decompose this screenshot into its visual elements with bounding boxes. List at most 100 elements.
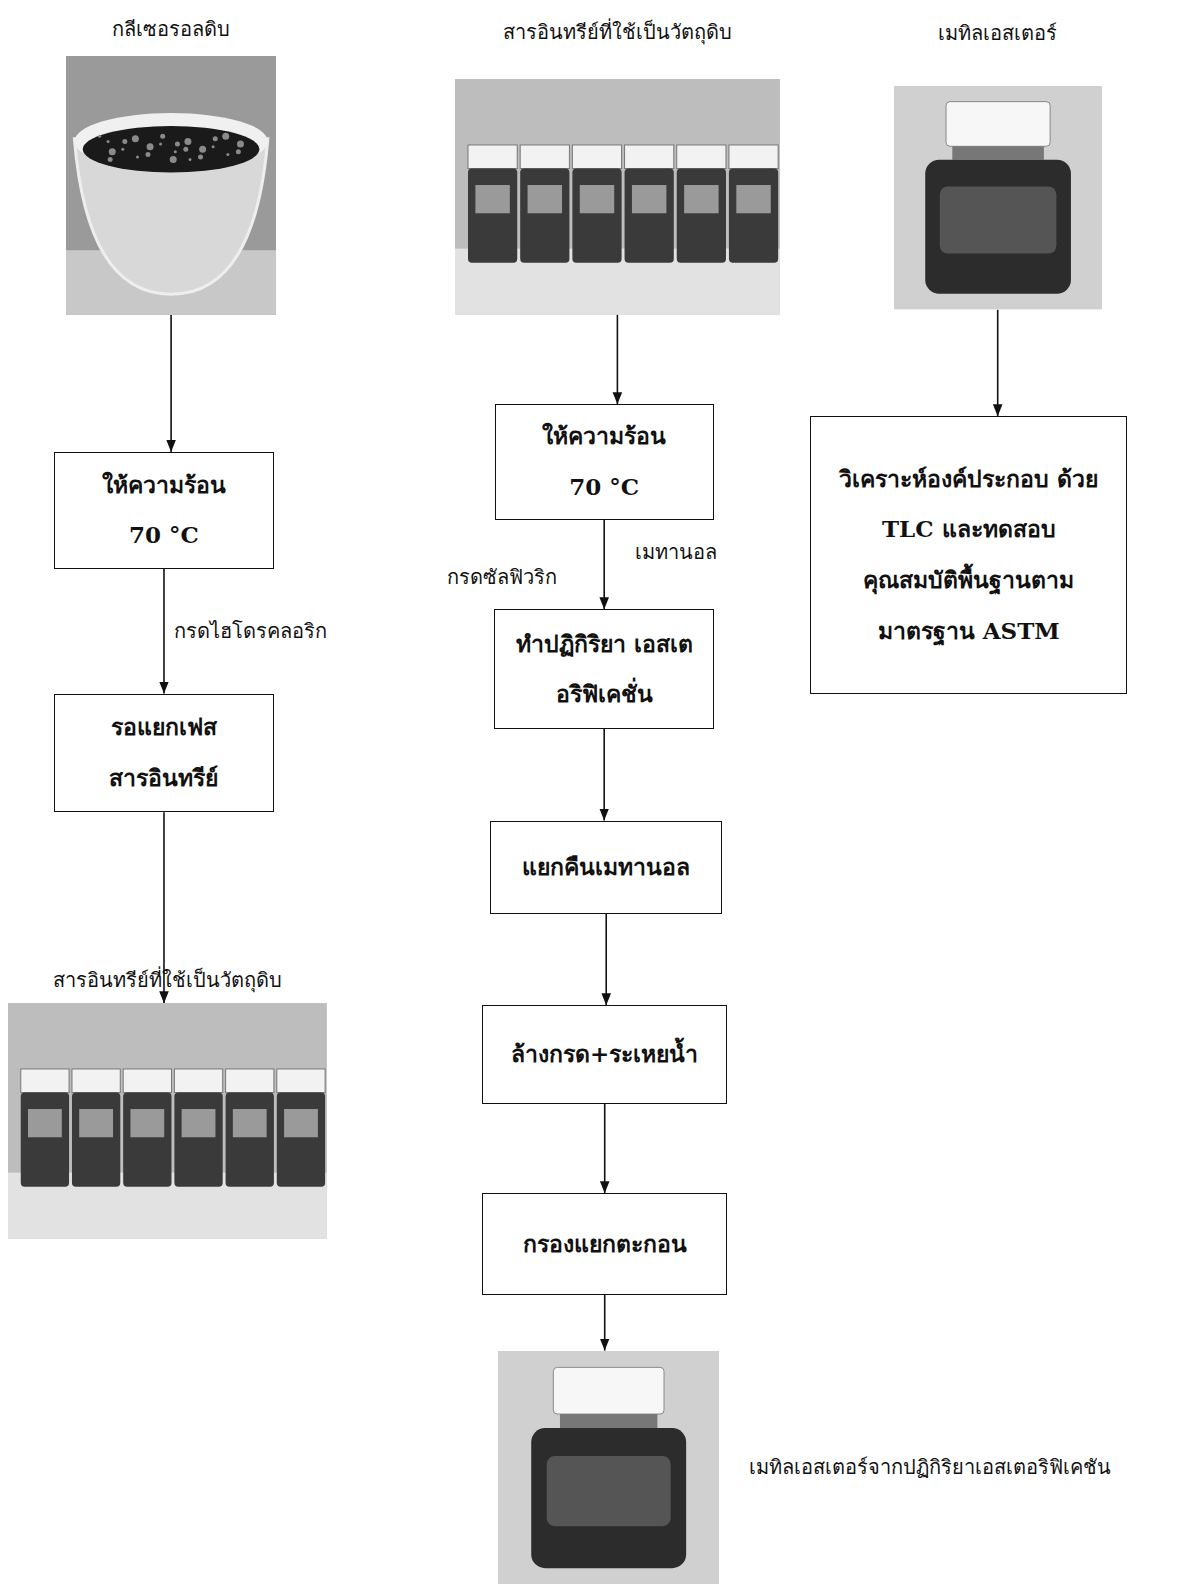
box-text: วิเคราะห์องค์ประกอบ ด้วย TLC และทดสอบ คุ… bbox=[834, 454, 1104, 656]
sample-jar bbox=[572, 145, 621, 263]
jar-label bbox=[182, 1109, 216, 1137]
jar-label bbox=[736, 185, 770, 213]
photo-illustration bbox=[455, 79, 780, 315]
box-text: ให้ความร้อน 70 °C bbox=[89, 460, 239, 561]
photo-caption: เมทิลเอสเตอร์ bbox=[938, 20, 1057, 46]
photo-caption: สารอินทรีย์ที่ใช้เป็นวัตถุดิบ bbox=[53, 967, 282, 993]
photo-illustration bbox=[498, 1351, 719, 1585]
liquid-speck bbox=[226, 153, 229, 156]
reagent-label: กรดไฮโดรคลอริก bbox=[172, 618, 329, 644]
process-box: ล้างกรด+ระเหยน้ำ bbox=[482, 1005, 727, 1104]
liquid-speck bbox=[175, 141, 180, 146]
sample-jar bbox=[520, 145, 569, 263]
sample-photo: สารอินทรีย์ที่ใช้เป็นวัตถุดิบ bbox=[8, 1003, 327, 1239]
jar-cap bbox=[72, 1069, 120, 1093]
sample-photo: เมทิลเอสเตอร์ bbox=[894, 86, 1102, 309]
photo-caption: เมทิลเอสเตอร์จากปฏิกิริยาเอสเตอริฟิเคชัน bbox=[749, 1454, 1173, 1480]
liquid-speck bbox=[237, 140, 244, 147]
jar-body bbox=[925, 160, 1071, 294]
process-box: ให้ความร้อน 70 °C bbox=[495, 404, 714, 520]
jar-label bbox=[233, 1109, 267, 1137]
jar-cap bbox=[468, 145, 517, 169]
flow-arrow bbox=[604, 1104, 606, 1193]
jar-body bbox=[624, 169, 673, 263]
jar-cap bbox=[624, 145, 673, 169]
liquid-speck bbox=[184, 138, 191, 145]
sample-jar bbox=[468, 145, 517, 263]
sample-jar bbox=[226, 1069, 274, 1187]
photo-ground bbox=[894, 86, 1102, 309]
liquid-speck bbox=[109, 148, 116, 155]
jar-body bbox=[174, 1093, 222, 1187]
box-text: ล้างกรด+ระเหยน้ำ bbox=[511, 1029, 698, 1080]
sample-photo: สารอินทรีย์ที่ใช้เป็นวัตถุดิบ bbox=[455, 79, 780, 315]
sample-jar bbox=[729, 145, 778, 263]
sample-jar bbox=[72, 1069, 120, 1187]
box-text: รอแยกเฟส สารอินทรีย์ bbox=[89, 702, 239, 803]
jar-neck bbox=[560, 1414, 657, 1428]
jar-body bbox=[520, 169, 569, 263]
jar-label bbox=[580, 185, 614, 213]
sample-jar bbox=[174, 1069, 222, 1187]
liquid-speck bbox=[212, 145, 215, 148]
jar-liquid-highlight bbox=[546, 1456, 670, 1526]
liquid-speck bbox=[198, 154, 203, 159]
jar-cap bbox=[572, 145, 621, 169]
jar-body bbox=[123, 1093, 171, 1187]
jar-body bbox=[226, 1093, 274, 1187]
flow-arrow bbox=[603, 729, 605, 820]
jar-cap bbox=[553, 1367, 664, 1414]
jar-cap bbox=[226, 1069, 274, 1093]
process-box: วิเคราะห์องค์ประกอบ ด้วย TLC และทดสอบ คุ… bbox=[810, 416, 1127, 693]
liquid-speck bbox=[136, 155, 139, 158]
photo-ground bbox=[66, 56, 276, 315]
sample-jar bbox=[123, 1069, 171, 1187]
jar-label bbox=[632, 185, 666, 213]
liquid-speck bbox=[160, 134, 165, 139]
jar-cap bbox=[729, 145, 778, 169]
jar-label bbox=[284, 1109, 318, 1137]
jar-neck bbox=[952, 147, 1044, 160]
photo-ground bbox=[498, 1351, 719, 1585]
photo-illustration bbox=[8, 1003, 327, 1239]
jar-cap bbox=[520, 145, 569, 169]
sample-photo: เมทิลเอสเตอร์จากปฏิกิริยาเอสเตอริฟิเคชัน bbox=[498, 1351, 719, 1585]
liquid-speck bbox=[174, 150, 177, 153]
liquid-speck bbox=[159, 142, 162, 145]
sample-jar bbox=[677, 145, 726, 263]
liquid-speck bbox=[213, 136, 218, 141]
sample-jar bbox=[277, 1069, 325, 1187]
photo-ground bbox=[455, 79, 780, 315]
process-box: ทำปฏิกิริยา เอสเตอริฟิเคชั่น bbox=[494, 609, 714, 729]
liquid-speck bbox=[147, 143, 154, 150]
jar-body bbox=[677, 169, 726, 263]
jar-label bbox=[131, 1109, 165, 1137]
liquid-speck bbox=[145, 152, 150, 157]
jar-body bbox=[572, 169, 621, 263]
jar-label bbox=[28, 1109, 62, 1137]
sample-jar bbox=[624, 145, 673, 263]
jar-cap bbox=[677, 145, 726, 169]
jar-liquid-highlight bbox=[939, 187, 1056, 254]
jar-cap bbox=[21, 1069, 69, 1093]
liquid-speck bbox=[98, 135, 101, 138]
box-text: แยกคืนเมทานอล bbox=[522, 842, 690, 893]
sample-photo: กลีเซอรอลดิบ bbox=[66, 56, 276, 315]
reagent-label: กรดซัลฟิวริก bbox=[445, 564, 559, 590]
jar-body bbox=[72, 1093, 120, 1187]
box-text: ให้ความร้อน 70 °C bbox=[529, 411, 679, 512]
liquid-speck bbox=[122, 139, 127, 144]
box-text: กรองแยกตะกอน bbox=[523, 1219, 687, 1270]
jar-body bbox=[277, 1093, 325, 1187]
flow-arrow bbox=[163, 569, 165, 694]
liquid-speck bbox=[189, 158, 192, 161]
process-box: ให้ความร้อน 70 °C bbox=[54, 452, 274, 569]
liquid-speck bbox=[107, 140, 110, 143]
flow-arrow bbox=[170, 315, 172, 452]
liquid-speck bbox=[222, 133, 229, 140]
jar-body bbox=[531, 1428, 686, 1568]
jar-cap bbox=[946, 102, 1050, 147]
jar-label bbox=[79, 1109, 113, 1137]
flow-arrow bbox=[617, 315, 619, 404]
